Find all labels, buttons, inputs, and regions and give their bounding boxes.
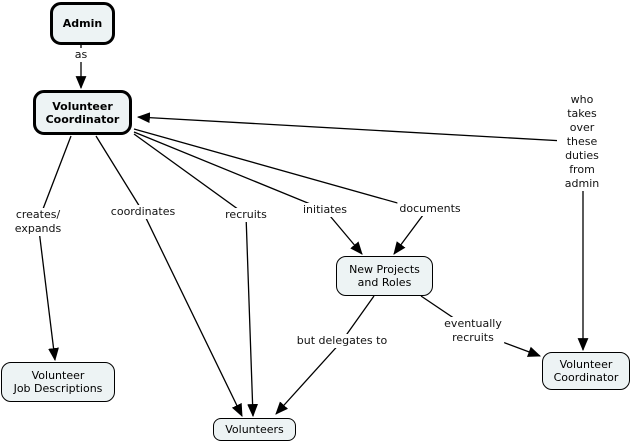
edge-label-but-delegates-to[interactable]: but delegates to — [294, 334, 390, 348]
volunteer-job-descriptions-node[interactable]: Volunteer Job Descriptions — [1, 362, 115, 402]
edge-label-who-takes-over[interactable]: who takes over these duties from admin — [557, 93, 607, 191]
edge-label-creates-expands[interactable]: creates/ expands — [12, 208, 64, 236]
volunteer-coordinator-main-node[interactable]: Volunteer Coordinator — [33, 90, 132, 135]
edge-label-documents[interactable]: documents — [397, 202, 463, 216]
edge-label-coordinates[interactable]: coordinates — [108, 205, 178, 219]
new-projects-and-roles-node[interactable]: New Projects and Roles — [336, 256, 433, 296]
connector-newprojects-delegates-volunteers — [275, 295, 375, 415]
connector-vc-initiates-newprojects — [133, 131, 363, 255]
edge-label-eventually-recruits[interactable]: eventually recruits — [442, 317, 504, 345]
edge-label-initiates[interactable]: initiates — [300, 203, 350, 217]
connector-whotakesover-to-vc — [136, 112, 583, 143]
edge-label-recruits[interactable]: recruits — [223, 208, 269, 222]
edge-label-as[interactable]: as — [72, 48, 90, 62]
volunteer-coordinator-2-node[interactable]: Volunteer Coordinator — [542, 352, 630, 390]
admin-node[interactable]: Admin — [50, 2, 115, 45]
connector-vc-coordinates-volunteers — [95, 135, 243, 417]
connector-vc-creates-vjd — [37, 135, 72, 362]
volunteers-node[interactable]: Volunteers — [213, 418, 296, 441]
connector-vc-recruits-volunteers — [133, 133, 258, 418]
